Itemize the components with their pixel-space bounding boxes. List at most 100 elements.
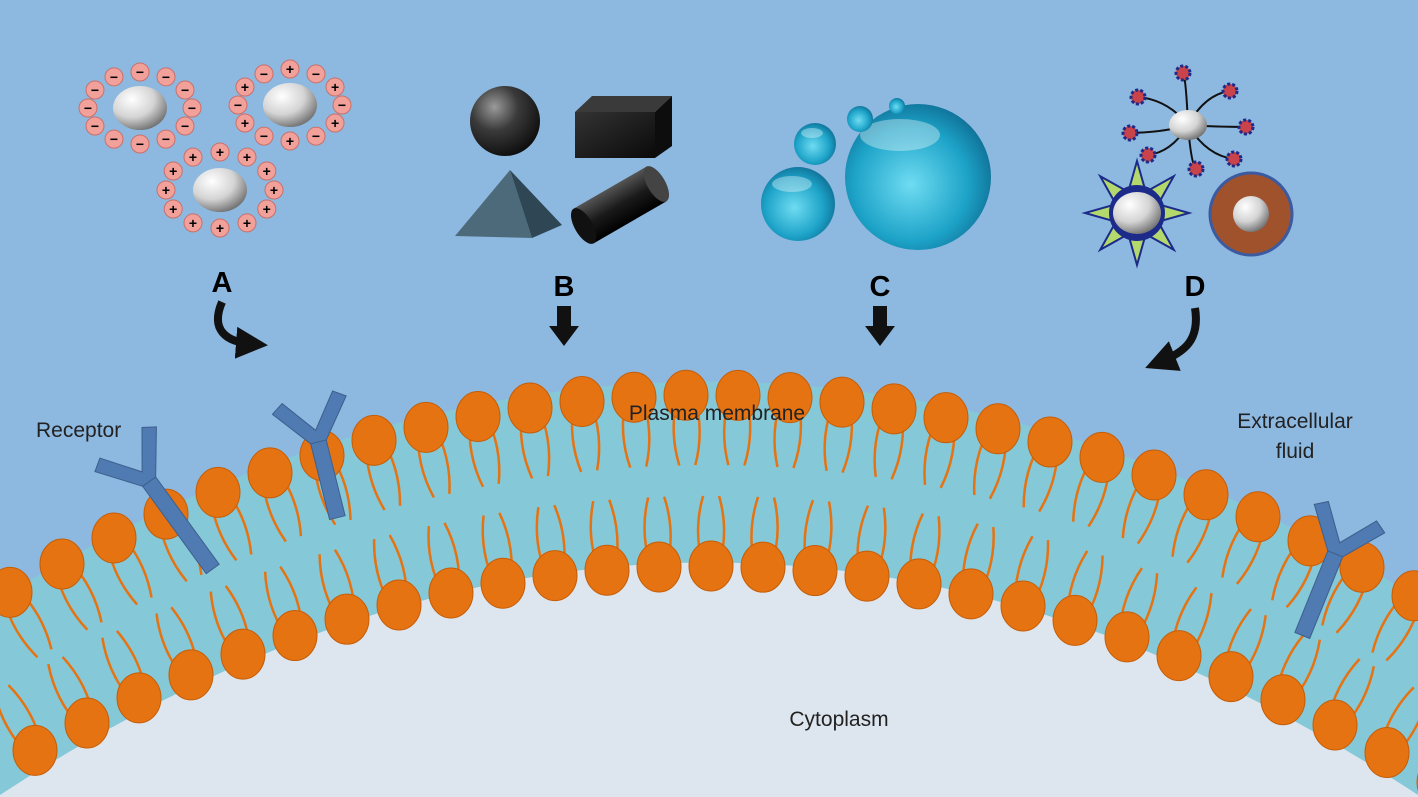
svg-text:−: − (338, 97, 346, 113)
lipid-head (1183, 469, 1229, 521)
lipid-head (351, 414, 397, 466)
lipid-head (1156, 630, 1202, 682)
label-c: C (870, 271, 891, 303)
svg-text:−: − (110, 131, 118, 147)
svg-text:−: − (136, 136, 144, 152)
svg-text:−: − (162, 131, 170, 147)
down-arrow-b-icon (549, 306, 579, 346)
svg-text:+: + (216, 220, 224, 236)
svg-text:+: + (189, 149, 197, 165)
label-b: B (554, 271, 575, 303)
svg-text:−: − (162, 69, 170, 85)
lipid-head (220, 628, 266, 680)
lipid-head (195, 466, 241, 518)
shell-coated-nanoparticle-icon (1208, 171, 1294, 257)
lipid-head (455, 391, 501, 443)
large-droplet-icon (845, 104, 991, 250)
star-coated-nanoparticle-icon (1081, 157, 1193, 269)
lipid-head (975, 403, 1021, 455)
lipid-head (740, 541, 786, 593)
lipid-head (247, 447, 293, 499)
svg-text:+: + (241, 115, 249, 131)
black-cube-icon (575, 96, 672, 158)
curved-arrow-a-icon (213, 300, 268, 359)
lipid-head (428, 567, 474, 619)
svg-text:−: − (84, 100, 92, 116)
svg-text:−: − (91, 118, 99, 134)
mixed-charge-nanoparticle-icon: −+−+−+−+−+−+ (228, 59, 352, 151)
svg-text:+: + (286, 133, 294, 149)
svg-text:+: + (243, 149, 251, 165)
positive-charge-nanoparticle-icon: ++++++++++++ (156, 142, 284, 238)
lipid-head (532, 550, 578, 602)
lipid-head (168, 649, 214, 701)
receptor-left (94, 426, 220, 575)
lipid-head (507, 382, 553, 434)
lipid-head (1131, 449, 1177, 501)
medium-droplet-icon (761, 167, 835, 241)
extracellular-fluid-label-line1: Extracellular (1237, 410, 1353, 433)
lipid-head (91, 512, 137, 564)
svg-text:+: + (241, 79, 249, 95)
svg-text:−: − (91, 82, 99, 98)
lipid-head (923, 392, 969, 444)
lipid-head (584, 544, 630, 596)
lipid-head (663, 369, 709, 421)
lipid-head (64, 697, 110, 749)
svg-text:+: + (189, 215, 197, 231)
lipid-heads (0, 369, 1418, 792)
lipid-head (12, 724, 58, 776)
extracellular-fluid-label-line2: fluid (1276, 440, 1315, 463)
lipid-head (39, 538, 85, 590)
svg-text:−: − (181, 118, 189, 134)
lipid-head (1391, 570, 1418, 622)
lipid-head (1079, 431, 1125, 483)
lipid-head (1000, 580, 1046, 632)
svg-text:+: + (169, 201, 177, 217)
lipid-head (559, 376, 605, 428)
smallest-droplet-icon (889, 98, 905, 114)
lipid-head (1312, 699, 1358, 751)
lipid-head (611, 371, 657, 423)
label-a: A (212, 267, 233, 299)
svg-text:−: − (234, 97, 242, 113)
svg-text:−: − (110, 69, 118, 85)
nanoparticle-shapes-group (455, 86, 672, 244)
lipid-head (480, 557, 526, 609)
lipid-head (116, 672, 162, 724)
receptor-label: Receptor (36, 419, 121, 442)
tiny-droplet-icon (847, 106, 873, 132)
svg-text:+: + (263, 163, 271, 179)
lipid-head (1364, 727, 1410, 779)
svg-text:+: + (331, 115, 339, 131)
surface-functionalized-group (1081, 64, 1294, 269)
lipid-head (1104, 611, 1150, 663)
down-arrow-c-icon (865, 306, 895, 346)
lipid-head (715, 369, 761, 421)
black-cylinder-icon (570, 166, 670, 244)
svg-text:+: + (263, 201, 271, 217)
lipid-head (792, 545, 838, 597)
svg-text:+: + (169, 163, 177, 179)
charged-nanoparticles-group: −−−−−−−−−−−− −+−+−+−+−+−+ ++++++++++++ (78, 59, 352, 238)
lipid-head (403, 401, 449, 453)
lipid-head (844, 550, 890, 602)
negative-charge-nanoparticle-icon: −−−−−−−−−−−− (78, 62, 202, 154)
lipid-head (871, 383, 917, 435)
svg-text:−: − (260, 128, 268, 144)
pyramid-icon (455, 170, 562, 238)
lipid-head (636, 541, 682, 593)
svg-text:+: + (331, 79, 339, 95)
lipid-head (272, 610, 318, 662)
lipid-head (819, 376, 865, 428)
svg-text:−: − (188, 100, 196, 116)
lipid-head (688, 540, 734, 592)
receptor-right (1294, 500, 1386, 640)
cytoplasm-label: Cytoplasm (789, 708, 888, 731)
svg-text:−: − (312, 66, 320, 82)
svg-text:−: − (181, 82, 189, 98)
curved-arrow-d-icon (1145, 307, 1200, 371)
lipid-head (1052, 594, 1098, 646)
svg-text:−: − (260, 66, 268, 82)
